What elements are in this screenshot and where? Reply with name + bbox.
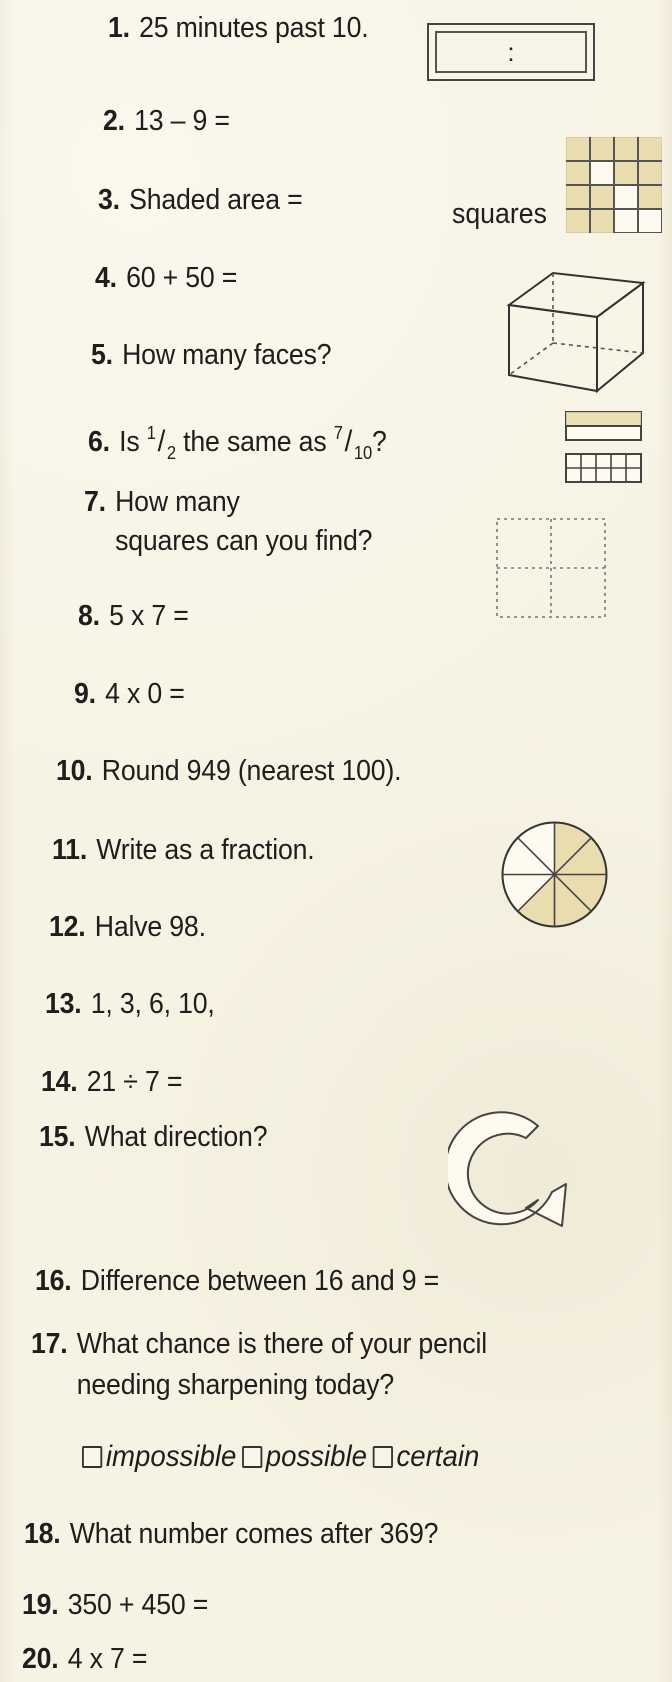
question-number: 1.: [108, 12, 130, 44]
question-5: 5. How many faces?: [91, 339, 332, 372]
question-number: 14.: [41, 1066, 78, 1098]
fraction-1-numerator: 1: [146, 423, 156, 443]
question-14: 14. 21 ÷ 7 =: [41, 1066, 182, 1099]
line-1: What chance is there of your pencil: [76, 1328, 488, 1360]
squares-grid-icon: [496, 518, 606, 618]
question-17: 17. What chance is there of your pencil …: [31, 1327, 487, 1403]
fraction-circle-icon: [501, 821, 608, 928]
question-text: 1, 3, 6, 10,: [90, 988, 215, 1020]
choice-checkbox[interactable]: [241, 1446, 263, 1468]
choice-label: impossible: [105, 1440, 237, 1473]
choice-checkbox[interactable]: [82, 1446, 103, 1468]
fraction-bars-icon: [565, 411, 642, 483]
question-16: 16. Difference between 16 and 9 =: [35, 1265, 439, 1298]
question-text: 13 – 9 =: [134, 105, 230, 137]
question-20: 20. 4 x 7 =: [22, 1643, 147, 1676]
line-2: needing sharpening today?: [76, 1368, 395, 1401]
question-number: 18.: [24, 1518, 61, 1550]
choice-label: certain: [396, 1440, 480, 1473]
question-number: 7.: [84, 486, 106, 518]
question-18: 18. What number comes after 369?: [24, 1518, 438, 1551]
question-text: 350 + 450 =: [67, 1589, 209, 1621]
question-7: 7. How many squares can you find?: [84, 485, 372, 559]
fraction-1-slash: /: [157, 425, 166, 458]
choice-checkbox[interactable]: [372, 1446, 393, 1468]
question-number: 4.: [95, 262, 117, 294]
question-number: 15.: [39, 1121, 76, 1153]
choice-possible[interactable]: possible: [241, 1440, 368, 1474]
question-number: 20.: [22, 1643, 59, 1675]
squares-label: squares: [452, 198, 547, 230]
question-number: 13.: [45, 988, 82, 1020]
question-text: How many squares can you find?: [115, 485, 372, 559]
question-9: 9. 4 x 0 =: [74, 678, 185, 711]
question-number: 9.: [74, 678, 96, 710]
question-2: 2. 13 – 9 =: [103, 105, 230, 138]
question-10: 10. Round 949 (nearest 100).: [56, 755, 402, 788]
question-number: 12.: [49, 911, 86, 943]
chance-options: impossible possible certain: [82, 1440, 479, 1474]
question-text: 5 x 7 =: [109, 600, 189, 632]
question-13: 13. 1, 3, 6, 10,: [45, 988, 215, 1021]
question-number: 2.: [103, 105, 125, 137]
question-text: 4 x 0 =: [105, 678, 185, 710]
question-number: 11.: [52, 834, 88, 866]
question-text: Difference between 16 and 9 =: [80, 1265, 440, 1297]
text-post: ?: [371, 426, 387, 458]
fraction-1-denominator: 2: [166, 443, 176, 463]
shaded-grid-icon: [566, 137, 662, 233]
question-text: How many faces?: [122, 339, 332, 371]
question-number: 10.: [56, 755, 93, 787]
question-number: 19.: [22, 1589, 59, 1621]
question-text: What direction?: [84, 1121, 268, 1153]
question-number: 3.: [98, 184, 120, 216]
fraction-2-numerator: 7: [333, 423, 343, 443]
question-4: 4. 60 + 50 =: [95, 262, 237, 295]
question-number: 17.: [31, 1328, 68, 1360]
question-text: Write as a fraction.: [96, 834, 315, 866]
question-text: Halve 98.: [94, 911, 206, 943]
text-pre: Is: [119, 426, 140, 458]
choice-label: possible: [265, 1440, 368, 1473]
line-1: How many: [115, 486, 240, 518]
question-text: What number comes after 369?: [69, 1518, 439, 1550]
question-number: 8.: [78, 600, 100, 632]
question-text: Shaded area =: [129, 184, 303, 216]
time-colon: :: [507, 36, 515, 67]
question-11: 11. Write as a fraction.: [52, 834, 315, 867]
question-15: 15. What direction?: [39, 1121, 268, 1154]
question-text: Round 949 (nearest 100).: [101, 755, 402, 787]
line-2: squares can you find?: [115, 524, 373, 557]
choice-certain[interactable]: certain: [372, 1440, 480, 1474]
cube-icon: [506, 271, 646, 394]
question-text: What chance is there of your pencil need…: [77, 1327, 487, 1403]
question-text: Is 1/2 the same as 7/10?: [119, 423, 387, 464]
question-19: 19. 350 + 450 =: [22, 1589, 208, 1622]
question-text: 4 x 7 =: [67, 1643, 148, 1675]
fraction-2-denominator: 10: [353, 443, 372, 463]
question-3: 3. Shaded area =: [98, 184, 303, 217]
fraction-2-slash: /: [344, 425, 353, 458]
question-12: 12. Halve 98.: [49, 911, 206, 944]
question-text: 21 ÷ 7 =: [86, 1066, 183, 1098]
question-number: 5.: [91, 339, 113, 371]
question-text: 25 minutes past 10.: [139, 12, 369, 44]
question-number: 16.: [35, 1265, 72, 1297]
time-answer-inner: :: [435, 31, 587, 73]
question-text: 60 + 50 =: [126, 262, 238, 294]
rotation-arrow-icon: [448, 1111, 567, 1227]
question-1: 1. 25 minutes past 10.: [108, 12, 369, 45]
question-6: 6. Is 1/2 the same as 7/10?: [88, 423, 387, 464]
choice-impossible[interactable]: impossible: [82, 1440, 236, 1474]
question-8: 8. 5 x 7 =: [78, 600, 189, 633]
time-answer-box[interactable]: :: [427, 23, 595, 81]
text-mid: the same as: [183, 426, 327, 458]
question-number: 6.: [88, 426, 110, 458]
